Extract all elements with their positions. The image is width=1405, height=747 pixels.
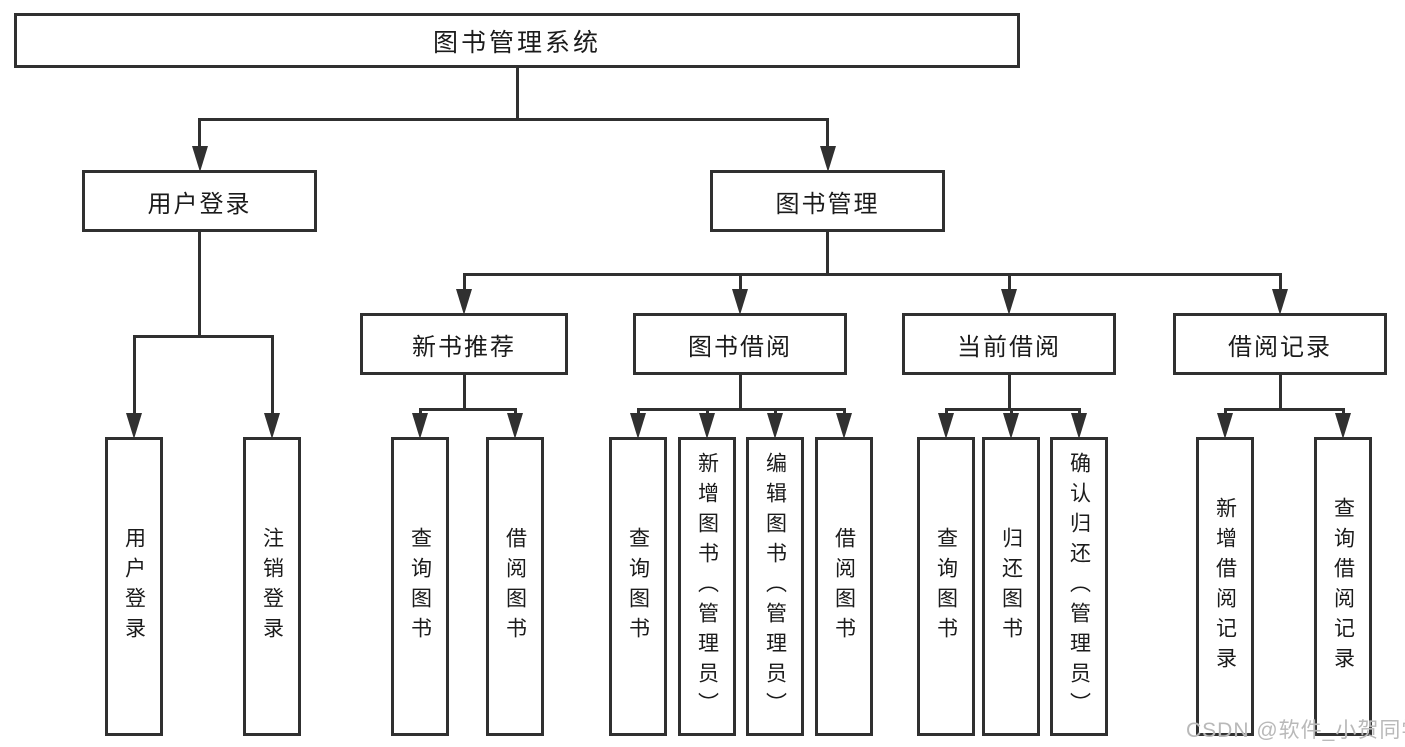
connector-drop-user-login bbox=[198, 118, 201, 152]
connector-drop-leaf-logout bbox=[270, 335, 274, 419]
connector-split-current-borrow bbox=[944, 408, 1081, 411]
arrowhead-down-icon-leaf-nbr-borrow bbox=[507, 413, 523, 439]
node-leaf-login: 用户登录 bbox=[105, 437, 163, 736]
arrowhead-down-icon-leaf-bb-borrow bbox=[836, 413, 852, 439]
arrowhead-down-icon-leaf-br-add bbox=[1217, 413, 1233, 439]
connector-split-user-login bbox=[132, 335, 274, 338]
connector-drop-borrow-record bbox=[1278, 273, 1282, 295]
csdn-watermark: CSDN @软件_小贺同学 bbox=[1186, 719, 1405, 742]
arrowhead-down-icon-leaf-bb-query bbox=[630, 413, 646, 439]
node-label-user-login: 用户登录 bbox=[147, 190, 252, 218]
node-leaf-cb-return: 归还图书 bbox=[982, 437, 1040, 736]
node-leaf-bb-query: 查询图书 bbox=[609, 437, 667, 736]
node-leaf-logout: 注销登录 bbox=[243, 437, 301, 736]
node-label-book-borrow: 图书借阅 bbox=[688, 333, 792, 361]
connector-split-new-book-rec bbox=[418, 408, 517, 411]
node-label-root: 图书管理系统 bbox=[432, 28, 601, 57]
node-label-new-book-rec: 新书推荐 bbox=[412, 333, 516, 361]
arrowhead-down-icon-new-book-rec bbox=[456, 289, 472, 315]
node-leaf-cb-confirm: 确认归还（管理员） bbox=[1050, 437, 1108, 736]
arrowhead-down-icon-leaf-cb-query bbox=[938, 413, 954, 439]
node-new-book-rec: 新书推荐 bbox=[360, 313, 568, 375]
node-current-borrow: 当前借阅 bbox=[902, 313, 1116, 375]
arrowhead-down-icon-leaf-logout bbox=[264, 413, 280, 439]
connector-trunk-user-login bbox=[198, 231, 201, 338]
arrowhead-down-icon-leaf-bb-add bbox=[699, 413, 715, 439]
arrowhead-down-icon-book-borrow bbox=[732, 289, 748, 315]
arrowhead-down-icon-current-borrow bbox=[1001, 289, 1017, 315]
node-label-leaf-bb-borrow: 借阅图书 bbox=[832, 526, 856, 647]
connector-split-root bbox=[198, 118, 829, 121]
connector-trunk-current-borrow bbox=[1007, 374, 1011, 411]
connector-drop-new-book-rec bbox=[462, 273, 466, 295]
connector-split-book-mgmt bbox=[462, 273, 1282, 276]
node-label-leaf-logout: 注销登录 bbox=[260, 526, 284, 647]
connector-drop-leaf-login bbox=[132, 335, 136, 419]
node-label-leaf-nbr-borrow: 借阅图书 bbox=[503, 526, 527, 647]
connector-trunk-book-borrow bbox=[738, 374, 742, 411]
arrowhead-down-icon-user-login bbox=[191, 146, 208, 172]
node-leaf-br-add: 新增借阅记录 bbox=[1196, 437, 1254, 736]
node-leaf-nbr-query: 查询图书 bbox=[391, 437, 449, 736]
node-leaf-cb-query: 查询图书 bbox=[917, 437, 975, 736]
node-book-borrow: 图书借阅 bbox=[633, 313, 847, 375]
node-label-leaf-login: 用户登录 bbox=[122, 526, 146, 647]
node-leaf-bb-borrow: 借阅图书 bbox=[815, 437, 873, 736]
arrowhead-down-icon-leaf-bb-edit bbox=[767, 413, 783, 439]
arrowhead-down-icon-leaf-login bbox=[126, 413, 142, 439]
node-label-leaf-br-query: 查询借阅记录 bbox=[1331, 496, 1355, 677]
node-leaf-bb-add: 新增图书（管理员） bbox=[678, 437, 736, 736]
arrowhead-down-icon-leaf-cb-confirm bbox=[1071, 413, 1087, 439]
node-label-leaf-bb-edit: 编辑图书（管理员） bbox=[763, 451, 787, 722]
node-leaf-br-query: 查询借阅记录 bbox=[1314, 437, 1372, 736]
connector-drop-current-borrow bbox=[1007, 273, 1011, 295]
node-label-leaf-bb-query: 查询图书 bbox=[626, 526, 650, 647]
connector-drop-book-borrow bbox=[738, 273, 742, 295]
node-root: 图书管理系统 bbox=[14, 13, 1020, 68]
connector-drop-book-mgmt bbox=[826, 118, 829, 152]
connector-trunk-new-book-rec bbox=[462, 374, 466, 411]
node-borrow-record: 借阅记录 bbox=[1173, 313, 1387, 375]
node-label-leaf-cb-return: 归还图书 bbox=[999, 526, 1023, 647]
connector-trunk-book-mgmt bbox=[826, 231, 829, 276]
node-leaf-nbr-borrow: 借阅图书 bbox=[486, 437, 544, 736]
node-label-leaf-nbr-query: 查询图书 bbox=[408, 526, 432, 647]
arrowhead-down-icon-leaf-nbr-query bbox=[412, 413, 428, 439]
node-label-leaf-cb-query: 查询图书 bbox=[934, 526, 958, 647]
node-label-current-borrow: 当前借阅 bbox=[957, 333, 1061, 361]
node-label-leaf-bb-add: 新增图书（管理员） bbox=[695, 451, 719, 722]
node-label-leaf-br-add: 新增借阅记录 bbox=[1213, 496, 1237, 677]
arrowhead-down-icon-borrow-record bbox=[1272, 289, 1288, 315]
node-book-mgmt: 图书管理 bbox=[710, 170, 945, 232]
node-user-login: 用户登录 bbox=[82, 170, 317, 232]
node-label-book-mgmt: 图书管理 bbox=[775, 190, 880, 218]
node-label-borrow-record: 借阅记录 bbox=[1228, 333, 1332, 361]
arrowhead-down-icon-leaf-cb-return bbox=[1003, 413, 1019, 439]
connector-trunk-root bbox=[515, 67, 519, 121]
connector-split-borrow-record bbox=[1223, 408, 1345, 411]
arrowhead-down-icon-book-mgmt bbox=[819, 146, 836, 172]
node-label-leaf-cb-confirm: 确认归还（管理员） bbox=[1067, 451, 1091, 722]
node-leaf-bb-edit: 编辑图书（管理员） bbox=[746, 437, 804, 736]
connector-split-book-borrow bbox=[636, 408, 846, 411]
connector-trunk-borrow-record bbox=[1278, 374, 1282, 411]
arrowhead-down-icon-leaf-br-query bbox=[1335, 413, 1351, 439]
